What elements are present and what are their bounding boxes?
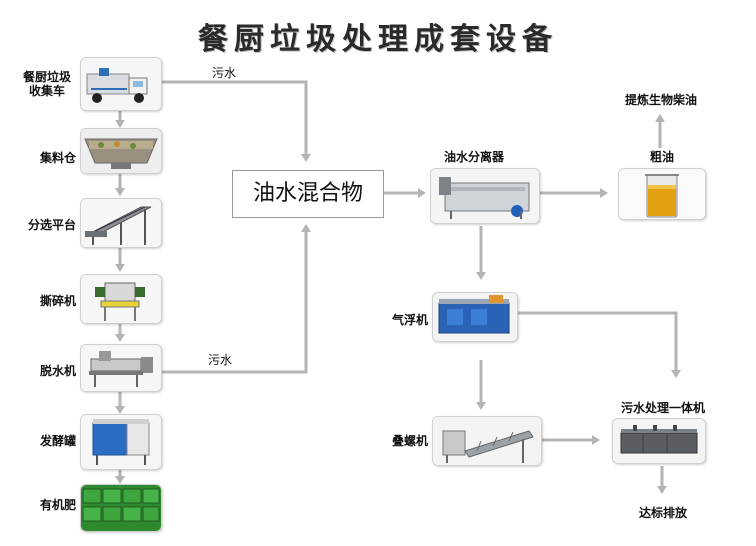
- garbage-truck-icon: [81, 58, 161, 110]
- shredder-icon: [81, 275, 161, 323]
- shredder-label: 撕碎机: [39, 294, 76, 308]
- sorting-platform-node: [80, 198, 162, 248]
- sewage-label-bottom: 污水: [208, 353, 233, 367]
- collection-hopper-label: 集料仓: [39, 151, 76, 165]
- sewage-label-top: 污水: [212, 66, 237, 80]
- fermentation-tank-node: [80, 414, 162, 470]
- oil-water-separator-node: [430, 168, 540, 224]
- oil-water-separator-label: 油水分离器: [444, 150, 505, 164]
- discharge-label: 达标排放: [638, 506, 687, 520]
- shredder-node: [80, 274, 162, 324]
- screw-press-label: 叠螺机: [391, 434, 428, 448]
- flotation-machine-label: 气浮机: [391, 313, 428, 327]
- dewatering-node: [80, 344, 162, 392]
- fertilizer-bags-icon: [81, 485, 161, 531]
- sewage-unit-node: [612, 418, 706, 464]
- screw-press-icon: [433, 417, 541, 465]
- dewatering-label: 脱水机: [39, 364, 76, 378]
- organic-fertilizer-label: 有机肥: [39, 498, 76, 512]
- fermentation-tank-label: 发酵罐: [39, 434, 76, 448]
- crude-oil-beaker-icon: [619, 169, 705, 219]
- garbage-truck-node: [80, 57, 162, 111]
- air-flotation-machine-icon: [433, 293, 517, 341]
- oil-water-mixture-box: 油水混合物: [232, 170, 384, 218]
- screw-press-node: [432, 416, 542, 466]
- fermentation-tank-icon: [81, 415, 161, 469]
- sorting-conveyor-icon: [81, 199, 161, 247]
- crude-oil-label: 粗油: [649, 150, 674, 164]
- collection-hopper-icon: [81, 129, 161, 173]
- dewatering-machine-icon: [81, 345, 161, 391]
- flotation-machine-node: [432, 292, 518, 342]
- collection-hopper-node: [80, 128, 162, 174]
- sorting-platform-label: 分选平台: [27, 218, 76, 232]
- integrated-sewage-unit-icon: [613, 419, 705, 463]
- crude-oil-node: [618, 168, 706, 220]
- page-title: 餐厨垃圾处理成套设备: [198, 22, 558, 57]
- biodiesel-label: 提炼生物柴油: [624, 93, 697, 107]
- organic-fertilizer-node: [80, 484, 162, 532]
- sewage-unit-label: 污水处理一体机: [620, 401, 705, 415]
- oil-water-separator-icon: [431, 169, 539, 223]
- garbage-truck-label: 餐厨垃圾 收集车: [22, 70, 71, 98]
